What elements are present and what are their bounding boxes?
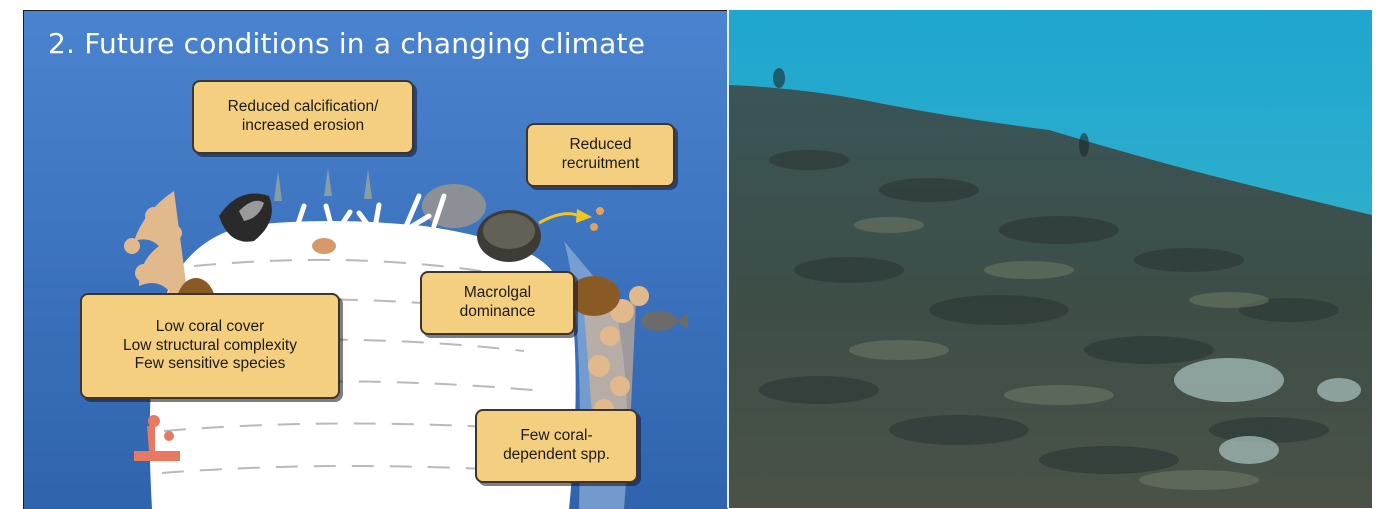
pink-coral bbox=[134, 415, 180, 461]
branching-corals bbox=[291, 193, 447, 239]
shell bbox=[312, 238, 336, 254]
degraded-reef-photo bbox=[729, 10, 1372, 508]
boulder-coral bbox=[422, 184, 486, 228]
rubble-texture bbox=[759, 150, 1339, 474]
reef-photo bbox=[727, 10, 1372, 508]
label-low-coral-cover: Low coral cover Low structural complexit… bbox=[80, 293, 340, 399]
label-reduced-calcification: Reduced calcification/ increased erosion bbox=[192, 80, 414, 154]
slide-title: 2. Future conditions in a changing clima… bbox=[48, 27, 646, 60]
recruitment-arrow bbox=[538, 207, 604, 231]
fan-coral-left bbox=[124, 191, 189, 316]
damselfish bbox=[219, 193, 272, 242]
label-few-coral-dependent: Few coral- dependent spp. bbox=[475, 409, 638, 483]
label-reduced-recruitment: Reduced recruitment bbox=[526, 123, 675, 187]
plate-coral-right bbox=[568, 276, 620, 316]
pale-coral-patches bbox=[1174, 358, 1361, 464]
label-macroalgal-dominance: Macrolgal dominance bbox=[420, 271, 575, 335]
grazer-fish bbox=[641, 311, 688, 331]
reef-diagram-panel: 2. Future conditions in a changing clima… bbox=[23, 10, 728, 509]
seagrass bbox=[274, 168, 372, 201]
